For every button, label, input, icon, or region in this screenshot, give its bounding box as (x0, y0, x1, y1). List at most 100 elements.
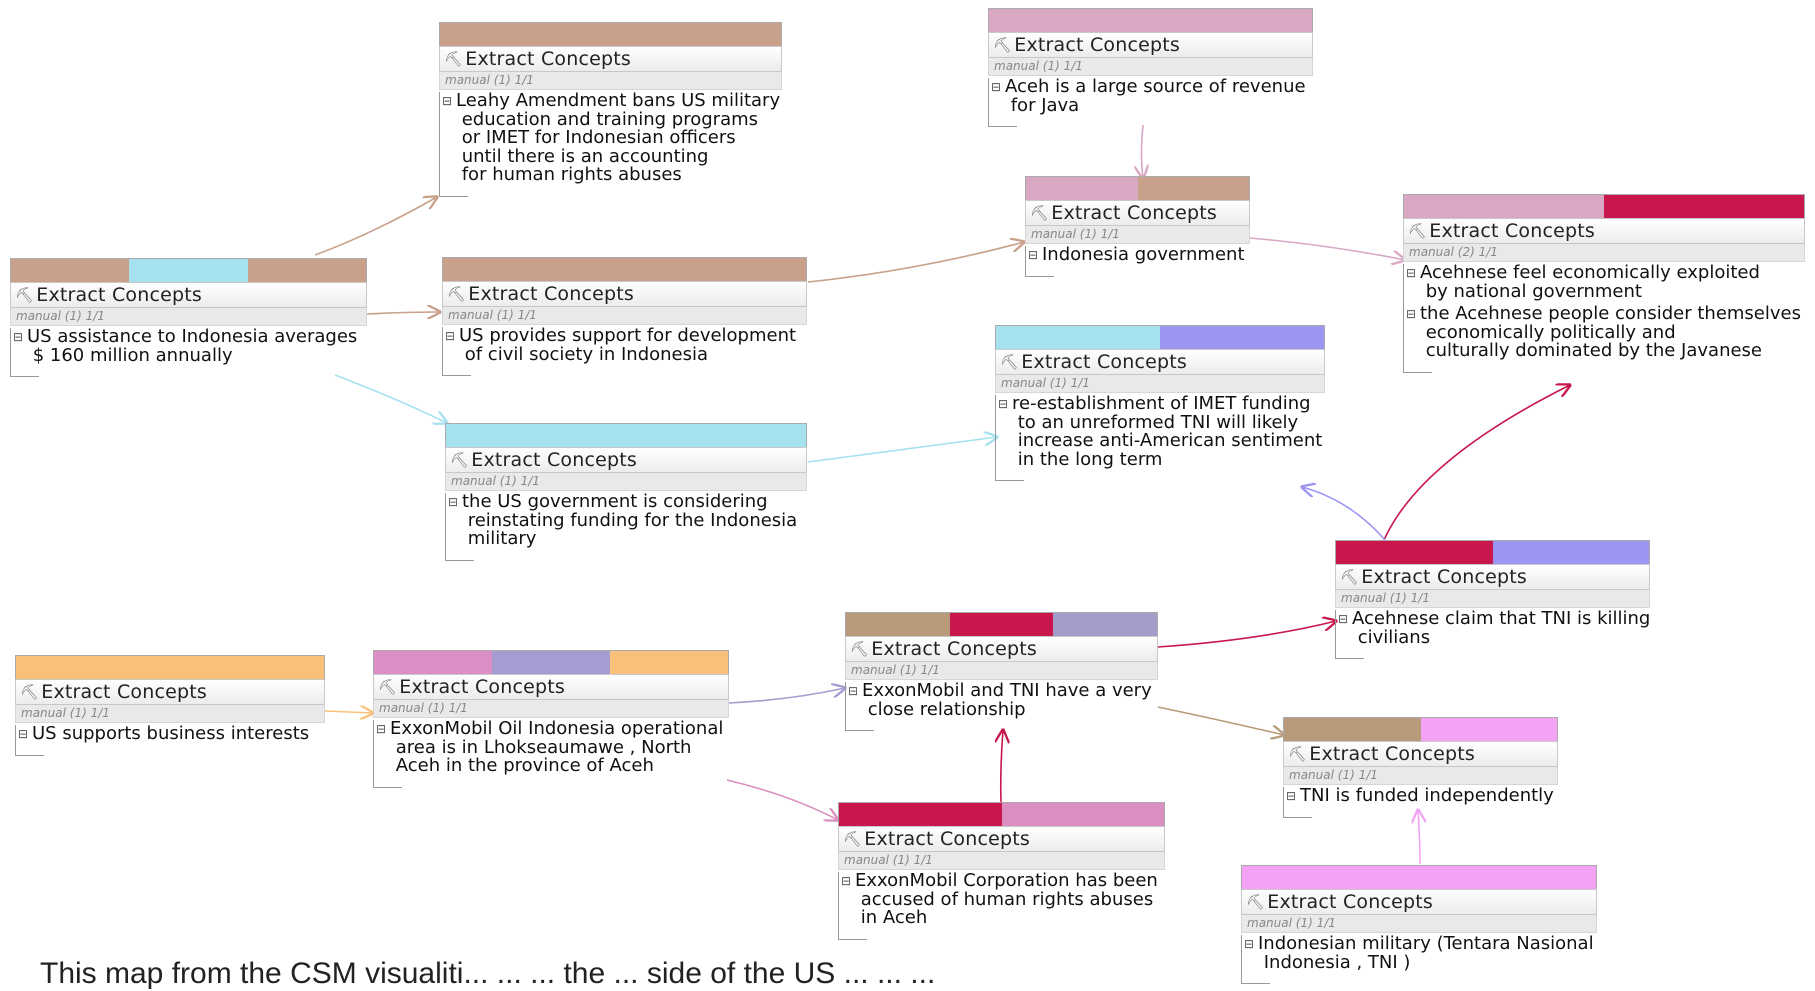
connector-edge[interactable] (1157, 621, 1336, 648)
node-title-text: Extract Concepts (1014, 34, 1181, 56)
node-title[interactable]: ⛏Extract Concepts (995, 349, 1325, 375)
connector-edge[interactable] (807, 437, 997, 463)
connector-edge[interactable] (1383, 385, 1570, 541)
statement-text: US provides support for development of c… (459, 325, 797, 365)
connector-edge[interactable] (334, 374, 447, 423)
statement[interactable]: ⊟ExxonMobil Corporation has been accused… (841, 871, 1165, 928)
node-title[interactable]: ⛏Extract Concepts (1403, 218, 1805, 244)
color-segment (492, 651, 610, 674)
statement[interactable]: ⊟Acehnese feel economically exploited by… (1406, 262, 1805, 302)
statement[interactable]: ⊟US assistance to Indonesia averages $ 1… (13, 326, 367, 366)
color-segment (443, 258, 806, 281)
color-segment (846, 613, 950, 636)
node-title[interactable]: ⛏Extract Concepts (1241, 889, 1597, 915)
statement[interactable]: ⊟Leahy Amendment bans US military educat… (442, 91, 782, 185)
statement-text: Acehnese feel economically exploited by … (1420, 262, 1760, 302)
statement[interactable]: ⊟US supports business interests (18, 723, 325, 744)
node-title[interactable]: ⛏Extract Concepts (15, 679, 325, 705)
node-body: ⊟re-establishment of IMET funding to an … (995, 394, 1325, 481)
statement[interactable]: ⊟ExxonMobil Oil Indonesia operational ar… (376, 719, 729, 776)
node-title[interactable]: ⛏Extract Concepts (838, 826, 1165, 852)
color-segment (1137, 177, 1249, 200)
node-title[interactable]: ⛏Extract Concepts (439, 46, 782, 72)
node-title[interactable]: ⛏Extract Concepts (442, 281, 807, 307)
node-title[interactable]: ⛏Extract Concepts (1025, 200, 1250, 226)
node-meta: manual (1) 1/1 (15, 705, 325, 723)
node-body: ⊟Acehnese feel economically exploited by… (1403, 262, 1805, 373)
color-segment (1053, 613, 1158, 636)
connector-edge[interactable] (726, 779, 838, 820)
connector-edge[interactable] (366, 312, 440, 314)
statement-text: Indonesia government (1042, 244, 1245, 265)
connector-edge[interactable] (324, 711, 373, 713)
node-title[interactable]: ⛏Extract Concepts (1335, 564, 1650, 590)
connector-edge[interactable] (1302, 487, 1386, 541)
statement-icon: ⊟ (1406, 307, 1417, 321)
statement[interactable]: ⊟US provides support for development of … (445, 325, 807, 365)
statement[interactable]: ⊟the Acehnese people consider themselves… (1406, 303, 1805, 361)
node-title[interactable]: ⛏Extract Concepts (845, 636, 1158, 662)
statement[interactable]: ⊟re-establishment of IMET funding to an … (998, 394, 1325, 469)
node-title[interactable]: ⛏Extract Concepts (1283, 741, 1558, 767)
statement[interactable]: ⊟Aceh is a large source of revenue for J… (991, 77, 1313, 115)
node-color-bar (845, 612, 1158, 636)
color-segment (1492, 541, 1649, 564)
statement[interactable]: ⊟Acehnese claim that TNI is killing civi… (1338, 608, 1651, 648)
statement[interactable]: ⊟TNI is funded independently (1286, 786, 1558, 806)
concept-icon: ⛏ (1246, 893, 1266, 911)
statement[interactable]: ⊟the US government is considering reinst… (448, 492, 807, 549)
connector-edge[interactable] (1418, 810, 1420, 865)
statement-text: Acehnese claim that TNI is killing civil… (1352, 608, 1651, 648)
statement[interactable]: ⊟ExxonMobil and TNI have a very close re… (848, 680, 1158, 720)
statement-text: Indonesian military (Tentara Nasional In… (1258, 933, 1594, 973)
node-title-text: Extract Concepts (864, 828, 1031, 850)
connector-edge[interactable] (1001, 730, 1003, 803)
node-title[interactable]: ⛏Extract Concepts (10, 282, 367, 308)
node-title[interactable]: ⛏Extract Concepts (988, 32, 1313, 58)
connector-edge[interactable] (1157, 706, 1284, 735)
node-title-text: Extract Concepts (41, 681, 208, 703)
statement-text: ExxonMobil and TNI have a very close rel… (862, 680, 1152, 720)
statement-text: the Acehnese people consider themselves … (1420, 303, 1801, 361)
concept-icon: ⛏ (1288, 745, 1308, 763)
color-segment (1604, 195, 1804, 218)
connector-edge[interactable] (728, 688, 845, 704)
statement-icon: ⊟ (1286, 789, 1297, 803)
statement-text: US assistance to Indonesia averages $ 16… (27, 326, 358, 366)
node-title[interactable]: ⛏Extract Concepts (373, 674, 729, 700)
node-color-bar (373, 650, 729, 674)
statement-text: US supports business interests (32, 723, 310, 744)
concept-icon: ⛏ (1408, 222, 1428, 240)
node-color-bar (1025, 176, 1250, 200)
node-body: ⊟ExxonMobil Oil Indonesia operational ar… (373, 719, 729, 788)
statement[interactable]: ⊟Indonesian military (Tentara Nasional I… (1244, 933, 1597, 973)
connector-edge[interactable] (314, 197, 437, 256)
node-color-bar (1283, 717, 1558, 741)
node-color-bar (15, 655, 325, 679)
node-color-bar (988, 8, 1313, 32)
color-segment (1001, 803, 1164, 826)
concept-icon: ⛏ (447, 285, 467, 303)
concept-icon: ⛏ (450, 451, 470, 469)
statement[interactable]: ⊟Indonesia government (1028, 244, 1250, 265)
connector-edge[interactable] (1142, 124, 1144, 178)
node-meta: manual (1) 1/1 (845, 662, 1158, 680)
connector-edge[interactable] (1249, 237, 1405, 260)
node-title[interactable]: ⛏Extract Concepts (445, 447, 807, 473)
connector-edge[interactable] (807, 242, 1024, 283)
